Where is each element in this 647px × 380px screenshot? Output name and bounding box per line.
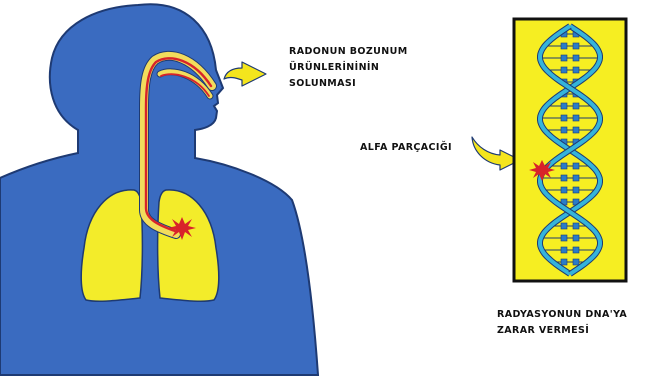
dna-base <box>573 163 579 169</box>
inhalation-label-line1: RADONUN BOZUNUM <box>289 46 408 57</box>
dna-damage-label-line1: RADYASYONUN DNA'YA <box>497 309 627 320</box>
alpha-particle-label: ALFA PARÇACIĞI <box>360 141 452 153</box>
dna-base <box>561 127 567 133</box>
dna-base <box>561 235 567 241</box>
dna-base <box>561 259 567 265</box>
dna-base <box>573 235 579 241</box>
dna-base <box>561 103 567 109</box>
dna-base <box>573 259 579 265</box>
dna-base <box>561 175 567 181</box>
dna-base <box>561 67 567 73</box>
dna-base <box>573 103 579 109</box>
dna-base <box>561 223 567 229</box>
inhalation-label-line3: SOLUNMASI <box>289 78 356 89</box>
dna-base <box>573 127 579 133</box>
dna-base <box>573 55 579 61</box>
dna-base <box>573 67 579 73</box>
dna-base <box>573 175 579 181</box>
dna-base <box>573 247 579 253</box>
dna-base <box>573 187 579 193</box>
dna-base <box>561 163 567 169</box>
dna-base <box>561 187 567 193</box>
dna-damage-label-line2: ZARAR VERMESİ <box>497 325 589 336</box>
dna-base <box>561 43 567 49</box>
dna-base <box>573 223 579 229</box>
dna-base <box>561 247 567 253</box>
inhalation-label-line2: ÜRÜNLERİNİNİN <box>289 62 379 73</box>
dna-base <box>573 115 579 121</box>
dna-base <box>561 55 567 61</box>
dna-base <box>573 43 579 49</box>
dna-base <box>561 115 567 121</box>
dna-panel <box>514 19 626 281</box>
inhalation-arrow-icon <box>224 62 266 86</box>
